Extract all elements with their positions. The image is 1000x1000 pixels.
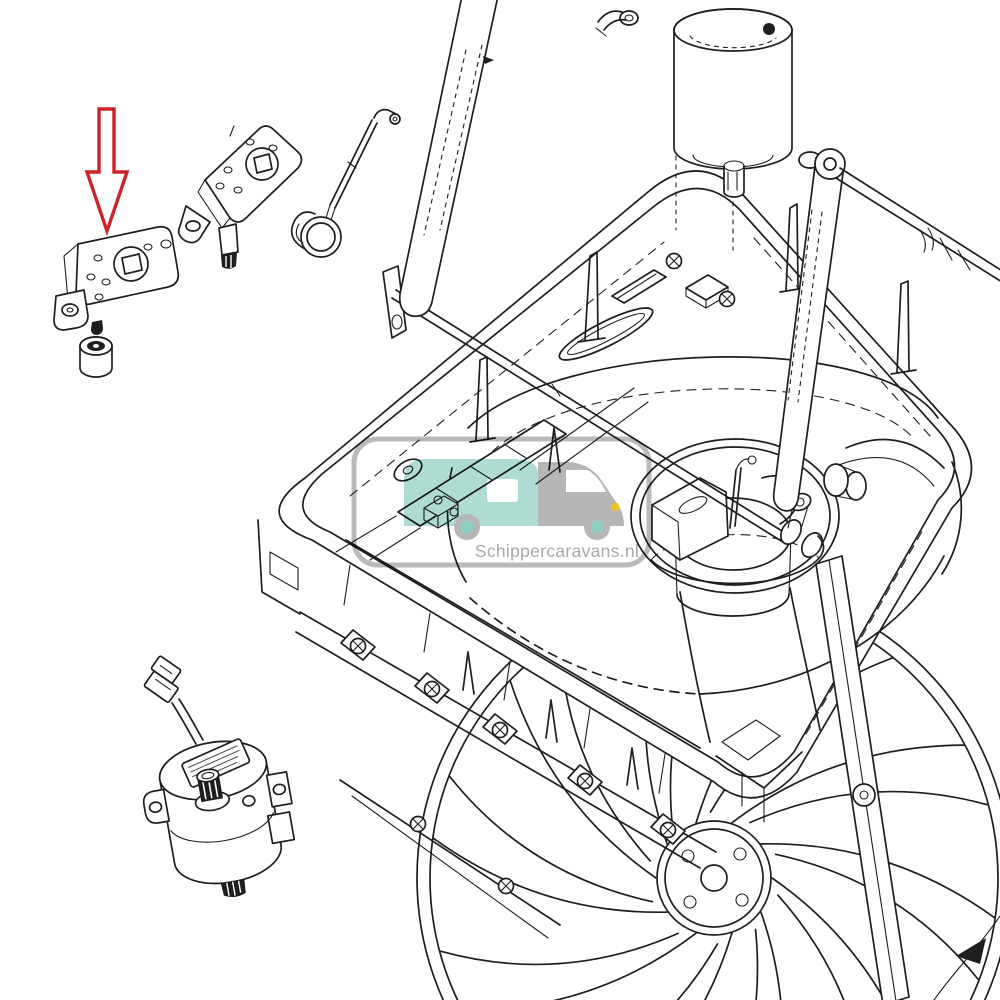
van-windshield [566,470,606,492]
fan-blade [703,932,733,1000]
fan-support-strip [815,555,910,1000]
watermark-frame [351,436,652,568]
van-body [404,459,538,526]
fan-blade [439,932,679,966]
splined-bushing [79,336,113,378]
fan-blade [676,943,719,1000]
base-screws [340,252,736,895]
screw [494,724,506,736]
left-lift-arm [398,0,499,318]
screw [426,683,438,695]
vent-motor-with-cable [142,655,296,898]
fan-blade [731,744,965,824]
screw [668,255,680,267]
lift-motor-cylinder [595,8,793,251]
van-cab [538,462,624,526]
rotation-direction-arrow [933,915,1000,1000]
camper-van-logo [404,459,624,540]
screw [352,640,364,652]
bracket-with-splined-shaft [177,125,303,269]
cable-connector [143,655,182,704]
support-rod [835,167,1000,282]
screw [412,818,424,830]
fan-blade [432,837,668,914]
fan-blade [552,932,697,1000]
right-lift-arm [772,148,846,512]
van-window [487,479,518,502]
torsion-rod [382,265,825,558]
fan-blade [776,894,845,1000]
watermark: Schippercaravans.nl [351,436,652,568]
screw [721,293,733,305]
top-clip-part [595,10,639,37]
screw [500,880,512,892]
crank-rod-with-loop [290,108,401,258]
highlighted-bracket [53,225,180,335]
center-ring-funnel [630,438,867,743]
watermark-text: Schippercaravans.nl [475,541,639,561]
screw [662,824,674,836]
fan-blade [509,680,657,879]
motor-body [142,738,296,898]
fan-blade [771,877,886,1000]
screw [579,775,591,787]
small-pointer-mark [483,56,494,64]
fan-blade [448,775,654,903]
van-headlight [610,502,620,512]
fan-blade [754,928,759,1000]
fan-blade [760,911,782,1000]
red-callout-arrow [84,107,130,237]
